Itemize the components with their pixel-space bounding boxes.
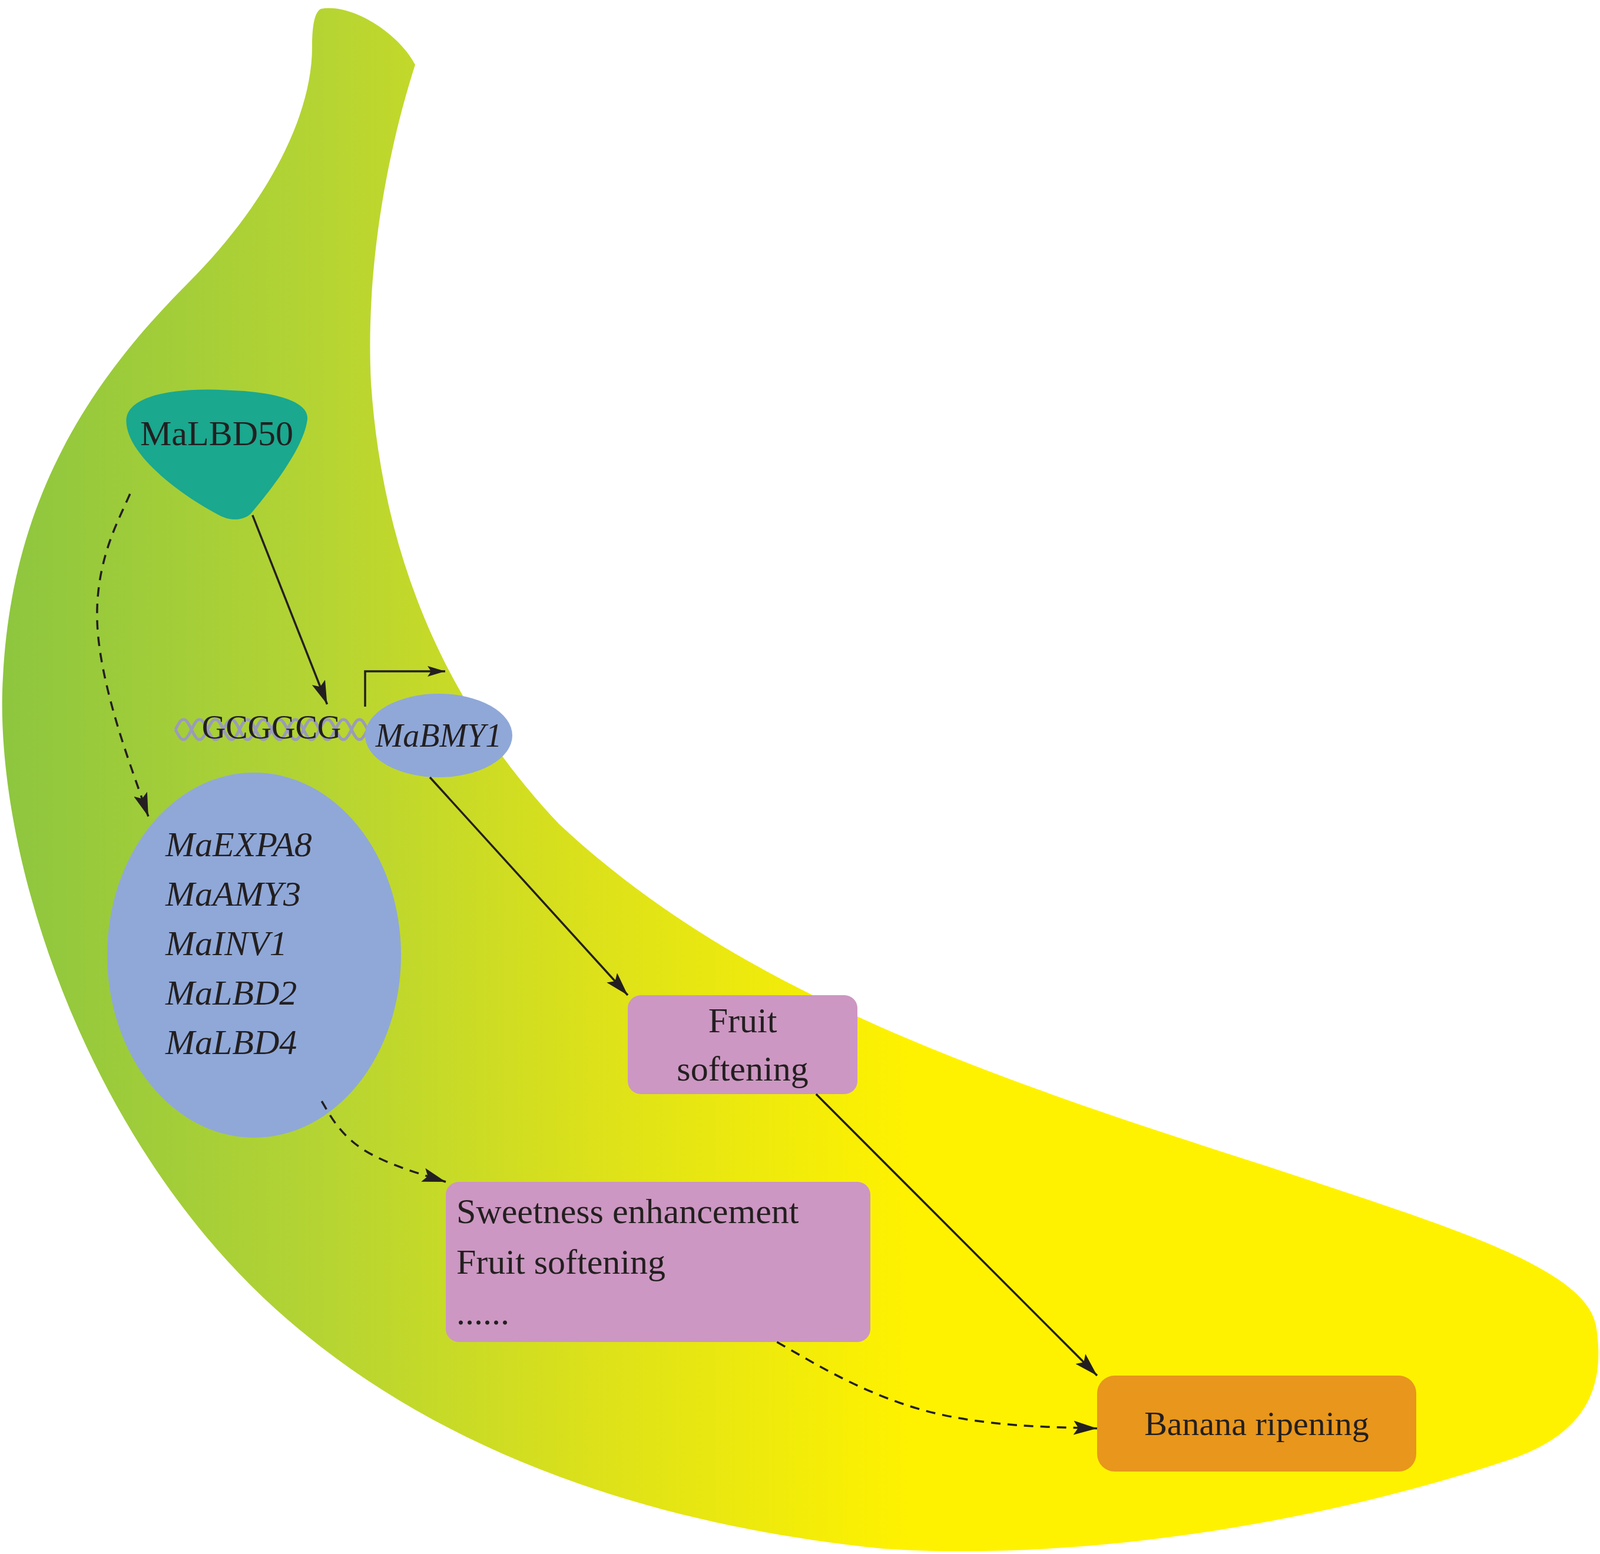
node-text-holder: GCGGCG [175,704,368,751]
rounded-rect-shape [627,995,858,1095]
transcription-factor-blob: MaLBD50 [122,387,311,521]
node-label: Fruit softening [654,996,831,1093]
node-outline [122,387,311,521]
gene-name: MaLBD2 [165,968,297,1018]
gene-name: MaEXPA8 [165,819,313,870]
node-label: ...... [456,1287,510,1338]
node-label: GCGGCG [201,708,341,747]
dashed-arrow [776,1342,1098,1429]
solid-arrow [429,777,628,996]
banana-shape [2,8,1599,1552]
gene-name: MaBMY1 [375,716,503,755]
gene-ellipse: MaBMY1 [365,693,513,778]
node-label: Banana ripening [1144,1403,1370,1445]
rounded-rect-shape [1097,1375,1417,1472]
node-text-holder: MaBMY1 [365,693,513,778]
gene-name: MaAMY3 [165,869,301,919]
node-label: MaLBD50 [140,412,294,455]
promoter-sequence: GCGGCG [175,704,368,751]
node-label: Sweetness enhancement [456,1186,799,1237]
node-label: Fruit softening [456,1236,666,1288]
node-text-holder: Sweetness enhancementFruit softening....… [445,1181,871,1343]
dashed-arrow [321,1101,446,1182]
blob-shape [126,389,308,520]
transcription-start-arrow [365,671,446,707]
solid-arrow [816,1094,1098,1376]
node-text-holder: Banana ripening [1097,1375,1417,1472]
outcome-box: Banana ripening [1097,1375,1417,1472]
process-box: Sweetness enhancementFruit softening....… [445,1181,871,1343]
ellipse-shape [365,693,513,778]
gene-group-ellipse: MaEXPA8MaAMY3MaINV1MaLBD2MaLBD4 [107,772,402,1138]
gene-name: MaINV1 [165,918,288,969]
node-text-holder: MaLBD50 [122,387,311,521]
process-box: Fruit softening [627,995,858,1095]
rounded-rect-shape [445,1181,871,1343]
node-text-holder: Fruit softening [627,995,858,1095]
ellipse-shape [107,772,402,1138]
solid-arrow [252,515,328,705]
node-text-holder: MaEXPA8MaAMY3MaINV1MaLBD2MaLBD4 [107,772,402,1138]
dashed-arrow [97,494,149,817]
gene-name: MaLBD4 [165,1017,297,1068]
